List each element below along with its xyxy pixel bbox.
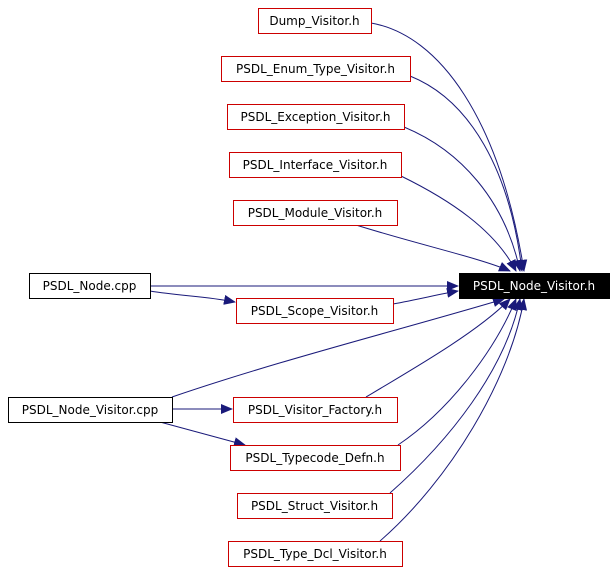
edge-typedcl-to-target: [379, 298, 528, 542]
node-label-dump: Dump_Visitor.h: [269, 14, 359, 28]
node-box-module: [233, 200, 398, 226]
edge-nvcpp-to-typecode: [159, 421, 246, 447]
node-target[interactable]: PSDL_Node_Visitor.h: [459, 273, 610, 299]
node-box-struct: [237, 493, 393, 519]
node-module[interactable]: PSDL_Module_Visitor.h: [233, 200, 398, 226]
node-label-nodecpp: PSDL_Node.cpp: [43, 279, 137, 293]
edge-factory-to-target: [365, 298, 511, 398]
node-label-module: PSDL_Module_Visitor.h: [248, 206, 383, 220]
node-scope[interactable]: PSDL_Scope_Visitor.h: [236, 298, 394, 324]
node-box-typedcl: [228, 541, 403, 567]
nodes-layer: Dump_Visitor.hPSDL_Enum_Type_Visitor.hPS…: [8, 8, 610, 567]
node-typedcl[interactable]: PSDL_Type_Dcl_Visitor.h: [228, 541, 403, 567]
edge-nodecpp-to-scope: [149, 290, 236, 305]
node-box-enum: [221, 56, 411, 82]
node-label-factory: PSDL_Visitor_Factory.h: [248, 403, 382, 417]
node-label-exception: PSDL_Exception_Visitor.h: [241, 110, 391, 124]
node-label-nvcpp: PSDL_Node_Visitor.cpp: [22, 403, 159, 417]
node-enum[interactable]: PSDL_Enum_Type_Visitor.h: [221, 56, 411, 82]
node-label-typecode: PSDL_Typecode_Defn.h: [245, 451, 384, 465]
node-box-interface: [229, 152, 402, 178]
node-label-target: PSDL_Node_Visitor.h: [473, 279, 595, 293]
node-label-typedcl: PSDL_Type_Dcl_Visitor.h: [243, 547, 387, 561]
node-box-nvcpp: [8, 397, 173, 423]
node-nvcpp[interactable]: PSDL_Node_Visitor.cpp: [8, 397, 173, 423]
edge-enum-to-target: [409, 75, 526, 272]
edge-scope-to-target: [392, 287, 459, 305]
node-box-factory: [233, 397, 398, 423]
node-label-interface: PSDL_Interface_Visitor.h: [243, 158, 388, 172]
edge-exception-to-target: [403, 126, 523, 272]
node-label-enum: PSDL_Enum_Type_Visitor.h: [236, 62, 395, 76]
edge-struct-to-target: [389, 298, 523, 494]
edge-typecode-to-target: [397, 298, 517, 446]
node-label-scope: PSDL_Scope_Visitor.h: [251, 304, 379, 318]
node-box-target: [459, 273, 610, 299]
node-box-exception: [227, 104, 405, 130]
node-struct[interactable]: PSDL_Struct_Visitor.h: [237, 493, 393, 519]
node-exception[interactable]: PSDL_Exception_Visitor.h: [227, 104, 405, 130]
edges-layer: [149, 22, 528, 542]
node-typecode[interactable]: PSDL_Typecode_Defn.h: [230, 445, 401, 471]
node-label-struct: PSDL_Struct_Visitor.h: [251, 499, 378, 513]
node-box-dump: [258, 8, 372, 34]
node-dump[interactable]: Dump_Visitor.h: [258, 8, 372, 34]
node-nodecpp[interactable]: PSDL_Node.cpp: [29, 273, 151, 299]
node-box-scope: [236, 298, 394, 324]
node-box-nodecpp: [29, 273, 151, 299]
edge-nvcpp-to-target: [171, 297, 505, 398]
edge-interface-to-target: [400, 175, 517, 272]
node-interface[interactable]: PSDL_Interface_Visitor.h: [229, 152, 402, 178]
edge-dump-to-target: [370, 22, 528, 272]
node-factory[interactable]: PSDL_Visitor_Factory.h: [233, 397, 398, 423]
node-box-typecode: [230, 445, 401, 471]
edge-module-to-target: [355, 224, 511, 272]
